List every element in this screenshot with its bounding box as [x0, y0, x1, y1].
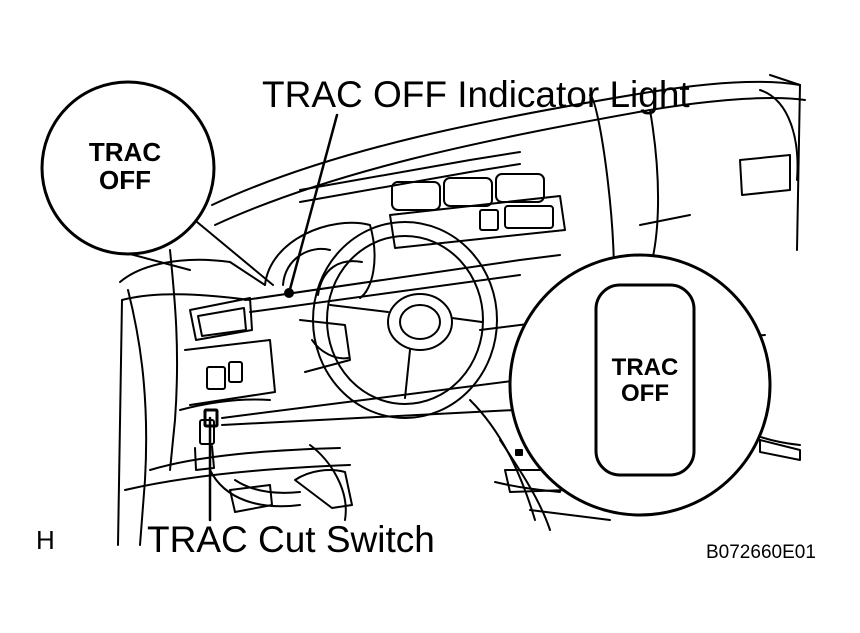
dashboard-outline — [117, 74, 806, 546]
cut-switch-callout: TRAC Cut Switch — [147, 519, 435, 560]
switch-magnifier — [221, 253, 772, 517]
trac-off-indicator-label: TRAC OFF — [88, 137, 162, 196]
lower-panel — [124, 339, 353, 521]
corner-letter: H — [36, 525, 55, 555]
leader-lines — [208, 113, 339, 522]
indicator-magnifier — [40, 80, 274, 286]
figure-code: B072660E01 — [706, 542, 816, 563]
instrument-cluster — [189, 221, 561, 341]
trac-off-switch-label: TRAC OFF — [611, 354, 679, 407]
indicator-light-callout: TRAC OFF Indicator Light — [262, 74, 690, 115]
steering-wheel — [299, 221, 498, 419]
